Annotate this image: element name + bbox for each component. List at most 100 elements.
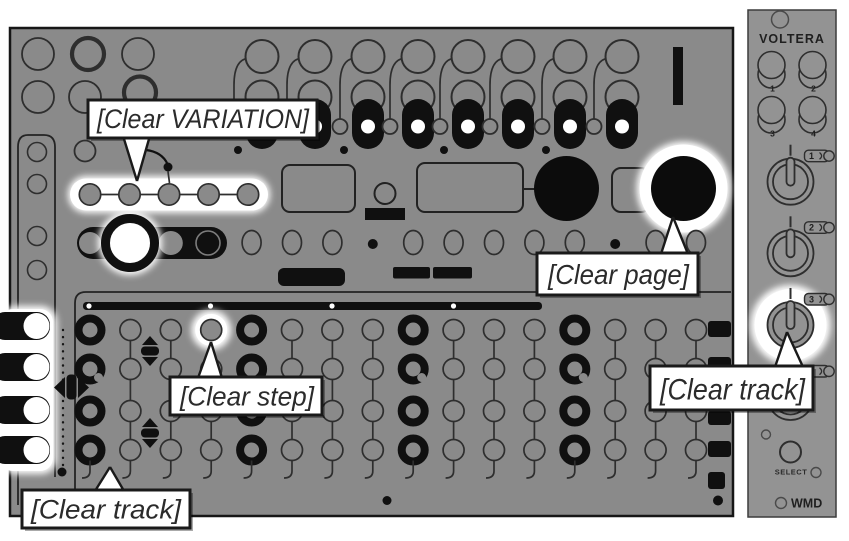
jack[interactable] (26, 173, 48, 195)
jack-highlighted-ring[interactable] (69, 35, 107, 73)
jack[interactable] (297, 39, 333, 74)
playhead-bar[interactable] (83, 302, 542, 310)
cv-jack[interactable] (381, 118, 399, 135)
step-button[interactable] (684, 318, 708, 342)
jack[interactable] (26, 259, 48, 281)
step-button[interactable] (119, 357, 142, 381)
step-button[interactable] (119, 399, 142, 423)
row-end-button[interactable] (708, 321, 731, 337)
cv-jack[interactable] (533, 118, 551, 135)
pitch-shift-widget[interactable] (141, 336, 159, 366)
step-button[interactable] (644, 318, 667, 342)
tap-button[interactable] (373, 182, 397, 205)
step-button[interactable] (482, 438, 506, 462)
step-button-active[interactable] (559, 314, 591, 346)
fader-handle[interactable] (461, 119, 475, 134)
pitch-shift-widget[interactable] (141, 418, 159, 448)
step-button[interactable] (684, 438, 708, 462)
step-button[interactable] (603, 399, 627, 423)
step-button[interactable] (321, 357, 344, 381)
step-button[interactable] (361, 357, 385, 381)
voltera-knob-1[interactable]: 1 (766, 144, 835, 206)
step-button-active[interactable] (397, 353, 429, 385)
step-button[interactable] (361, 438, 385, 462)
step-button[interactable] (321, 438, 344, 462)
variation-button[interactable] (157, 182, 181, 207)
variation-button[interactable] (196, 182, 221, 207)
step-button[interactable] (280, 438, 304, 462)
step-button-active[interactable] (559, 353, 591, 385)
jack[interactable] (350, 39, 386, 74)
step-button[interactable] (482, 399, 506, 423)
cv-jack[interactable] (431, 118, 449, 135)
jack[interactable] (500, 39, 536, 74)
step-button[interactable] (523, 438, 546, 462)
step-button[interactable] (644, 438, 667, 462)
mini-jack[interactable] (685, 229, 707, 256)
step-button[interactable] (603, 318, 627, 342)
step-button[interactable] (361, 318, 385, 342)
cv-jack[interactable] (481, 118, 499, 135)
row-end-button[interactable] (708, 472, 725, 489)
mini-jack[interactable] (241, 229, 262, 256)
step-button[interactable] (523, 318, 546, 342)
step-button-active[interactable] (397, 314, 429, 346)
fader-handle[interactable] (615, 119, 629, 134)
step-button[interactable] (321, 399, 344, 423)
step-button[interactable] (159, 438, 183, 462)
voltera-jack[interactable]: 4 (798, 95, 827, 139)
step-button-active[interactable] (397, 395, 429, 427)
fader-handle[interactable] (411, 119, 425, 134)
step-button[interactable] (442, 357, 465, 381)
voltera-knob-2[interactable]: 2 (766, 216, 835, 278)
voltera-jack[interactable]: 3 (757, 95, 786, 139)
select-button[interactable] (779, 440, 802, 464)
mini-jack[interactable] (564, 229, 586, 256)
jack[interactable] (604, 39, 640, 74)
bank-button[interactable] (158, 231, 183, 255)
row-end-button[interactable] (708, 411, 731, 425)
jack[interactable] (552, 39, 588, 74)
step-button[interactable] (361, 399, 385, 423)
page-knob[interactable] (651, 156, 716, 221)
cv-jack[interactable] (585, 118, 603, 135)
encoder-knob[interactable] (534, 156, 599, 221)
step-button[interactable] (523, 357, 546, 381)
step-button[interactable] (119, 438, 142, 462)
variation-button[interactable] (117, 182, 142, 207)
step-button-active[interactable] (74, 395, 106, 427)
step-button-active[interactable] (74, 314, 106, 346)
fader-handle[interactable] (511, 119, 525, 134)
mini-jack[interactable] (322, 229, 343, 256)
step-button[interactable] (603, 357, 627, 381)
fader-handle[interactable] (563, 119, 577, 134)
cv-jack[interactable] (331, 118, 349, 135)
track-shift-widget[interactable] (54, 374, 89, 400)
row-end-button[interactable] (708, 441, 731, 457)
step-button-active[interactable] (559, 395, 591, 427)
mini-jack[interactable] (443, 229, 464, 256)
step-button-active[interactable] (74, 353, 106, 385)
step-button[interactable] (199, 318, 223, 342)
variation-button[interactable] (78, 182, 102, 207)
voltera-jack[interactable]: 1 (757, 50, 786, 94)
jack[interactable] (121, 37, 155, 71)
voltera-jack[interactable]: 2 (798, 50, 827, 94)
jack[interactable] (400, 39, 436, 74)
mini-jack[interactable] (402, 229, 424, 256)
mini-jack[interactable] (281, 229, 303, 256)
mini-jack[interactable] (483, 229, 505, 256)
step-button[interactable] (442, 318, 465, 342)
step-button[interactable] (280, 318, 304, 342)
step-button[interactable] (321, 318, 344, 342)
step-button[interactable] (442, 438, 465, 462)
step-button[interactable] (482, 318, 506, 342)
mini-jack[interactable] (524, 229, 545, 256)
step-button[interactable] (199, 438, 223, 462)
jack[interactable] (73, 139, 97, 163)
step-button-active[interactable] (236, 314, 268, 346)
step-button[interactable] (119, 318, 142, 342)
jack[interactable] (26, 141, 48, 163)
bank-button[interactable] (79, 232, 101, 254)
bank-highlighted-button[interactable] (118, 231, 142, 255)
